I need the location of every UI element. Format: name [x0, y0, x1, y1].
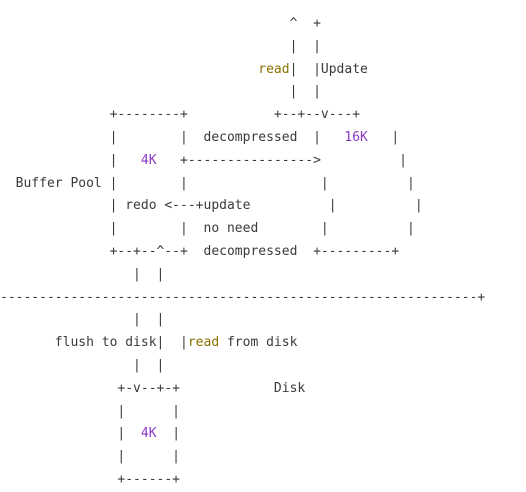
diagram-text: +--+--^--+ decompressed +---------+	[0, 244, 400, 259]
diagram-line: | |	[0, 446, 180, 469]
diagram-text: | | decompressed |	[0, 130, 345, 145]
diagram-line: | 4K +----------------> |	[0, 150, 407, 173]
diagram-text: | | no need | |	[0, 221, 415, 237]
diagram-line: | |	[0, 309, 164, 332]
diagram-text: +-v--+-+ Disk	[0, 380, 306, 396]
diagram-text: |	[156, 426, 181, 442]
diagram-text: from disk	[219, 335, 298, 351]
diagram-text: |	[367, 130, 400, 145]
diagram-line: Buffer Pool | | | |	[0, 173, 415, 196]
diagram-text: | |	[0, 358, 165, 373]
diagram-line: | | no need | |	[0, 218, 415, 241]
keyword-text: read	[258, 61, 290, 77]
size-label: 4K	[140, 152, 157, 168]
diagram-text: | |	[0, 84, 321, 100]
diagram-line: | |	[0, 355, 164, 378]
diagram-line: | |	[0, 36, 321, 59]
diagram-line: | 4K |	[0, 423, 180, 446]
diagram-line: +--+--^--+ decompressed +---------+	[0, 241, 400, 264]
size-label: 4K	[140, 426, 157, 442]
diagram-line: ^ +	[0, 13, 321, 36]
diagram-text: Buffer Pool | | | |	[0, 175, 415, 191]
diagram-text: | redo <---+update | |	[0, 198, 423, 214]
diagram-line: ----------------------------------------…	[0, 287, 485, 310]
diagram-line: | |	[0, 264, 164, 287]
diagram-text: |	[0, 152, 141, 168]
diagram-text: +--------+ +--+--v---+	[0, 107, 361, 123]
diagram-line: | |	[0, 401, 180, 424]
diagram-text: flush to disk| |	[0, 335, 188, 351]
size-label: 16K	[344, 130, 368, 145]
diagram-line: +------+	[0, 469, 180, 492]
diagram-text: | |	[0, 38, 321, 54]
diagram-line: | redo <---+update | |	[0, 195, 423, 218]
diagram-line: | |	[0, 81, 321, 104]
ascii-diagram: ^ + | | read| |Update | | +--------+ +--…	[0, 13, 526, 487]
diagram-text: | |	[0, 449, 181, 465]
diagram-text: ^ +	[0, 16, 321, 31]
diagram-text: | |	[0, 312, 165, 328]
diagram-line: | | decompressed | 16K |	[0, 127, 400, 150]
keyword-text: read	[187, 335, 220, 351]
diagram-text: | |	[0, 266, 165, 282]
diagram-text	[0, 62, 258, 77]
diagram-text: | |Update	[289, 61, 368, 77]
diagram-line: +--------+ +--+--v---+	[0, 104, 360, 127]
diagram-text: |	[0, 426, 141, 442]
diagram-text: ----------------------------------------…	[0, 289, 486, 305]
diagram-text: +----------------> |	[156, 152, 407, 168]
diagram-text: | |	[0, 403, 181, 419]
diagram-text: +------+	[0, 472, 181, 487]
diagram-line: flush to disk| |read from disk	[0, 332, 298, 355]
diagram-line: read| |Update	[0, 59, 368, 82]
diagram-line: +-v--+-+ Disk	[0, 378, 305, 401]
